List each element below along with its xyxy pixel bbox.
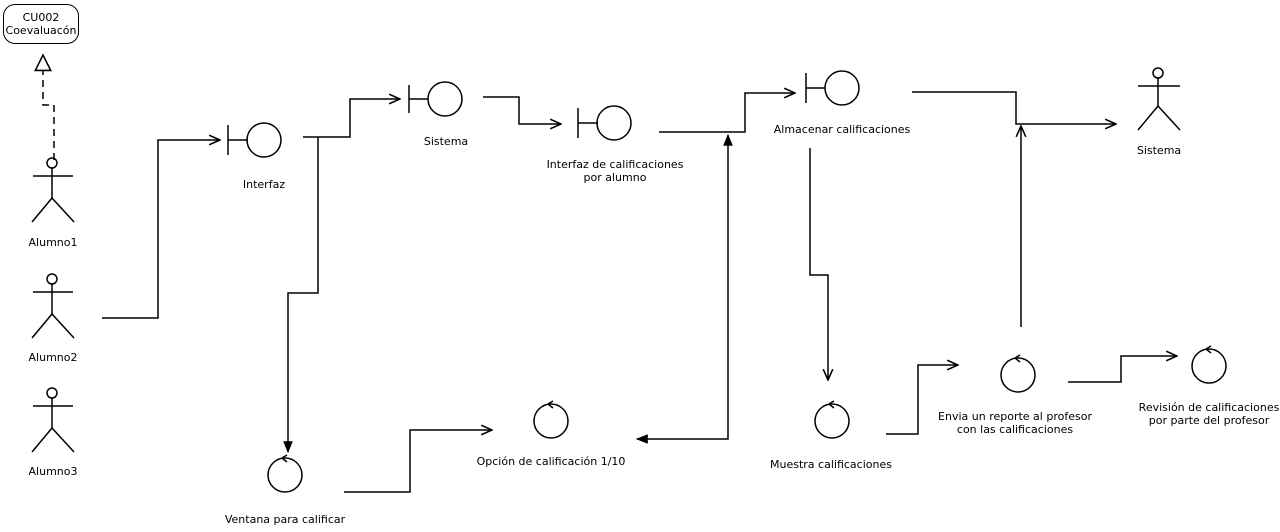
edge-almacenar-sistema [912,91,1116,124]
control-ventana [267,454,303,493]
boundary-label-interfaz-calificaciones: Interfaz de calificaciones por alumno [547,158,684,184]
actor-sistema [1137,67,1181,131]
edge-interfazcalif-almacenar [659,93,795,133]
boundary-almacenar [805,70,860,106]
control-envia [1000,354,1036,393]
control-opcion [533,400,569,439]
control-label-envia: Envia un reporte al profesor con las cal… [938,410,1092,436]
control-label-revision-line1: Revisión de calificaciones [1138,401,1280,414]
boundary-sistema [408,81,463,117]
control-label-opcion: Opción de calificación 1/10 [476,455,626,468]
actor-label-alumno2: Alumno2 [28,351,78,364]
edge-muestra-envia [886,365,958,435]
boundary-label-sistema: Sistema [423,135,469,148]
actor-label-alumno1: Alumno1 [28,236,78,249]
control-muestra [814,400,850,439]
actor-alumno1 [31,157,75,223]
edge-opcion-almacenar [635,133,733,444]
control-label-revision-line2: por parte del profesor [1148,414,1270,427]
realization-line [43,55,55,160]
actor-label-sistema: Sistema [1136,144,1182,157]
edge-almacenar-muestra [809,148,828,380]
control-revision [1191,345,1227,384]
boundary-interfaz [227,122,282,158]
use-case-code: CU002 [22,11,60,24]
use-case-name: Coevaluacón [5,24,77,37]
use-case-cu002: CU002 Coevaluacón [3,4,79,44]
edge-envia-revision [1068,356,1177,383]
actor-label-alumno3: Alumno3 [28,465,78,478]
control-label-envia-line2: con las calificaciones [956,423,1074,436]
edge-alumno2-interfaz [102,140,220,319]
edge-interfaz-ventana [283,137,319,454]
control-label-revision: Revisión de calificaciones por parte del… [1139,401,1280,427]
control-label-ventana: Ventana para calificar [224,513,346,526]
control-label-muestra: Muestra calificaciones [770,458,892,471]
edge-sistema-interfazcalif [483,96,561,124]
actor-alumno3 [31,387,75,453]
control-label-envia-line1: Envia un reporte al profesor [938,410,1092,423]
edge-interfaz-sistema [303,99,400,138]
edge-ventana-opcion [344,430,492,493]
boundary-interfaz-calificaciones [577,105,632,141]
boundary-label-interfaz: Interfaz [242,178,286,191]
boundary-label-almacenar: Almacenar calificaciones [773,123,911,136]
boundary-label-line2: por alumno [583,171,647,184]
boundary-label-line1: Interfaz de calificaciones [546,158,684,171]
actor-alumno2 [31,273,75,339]
